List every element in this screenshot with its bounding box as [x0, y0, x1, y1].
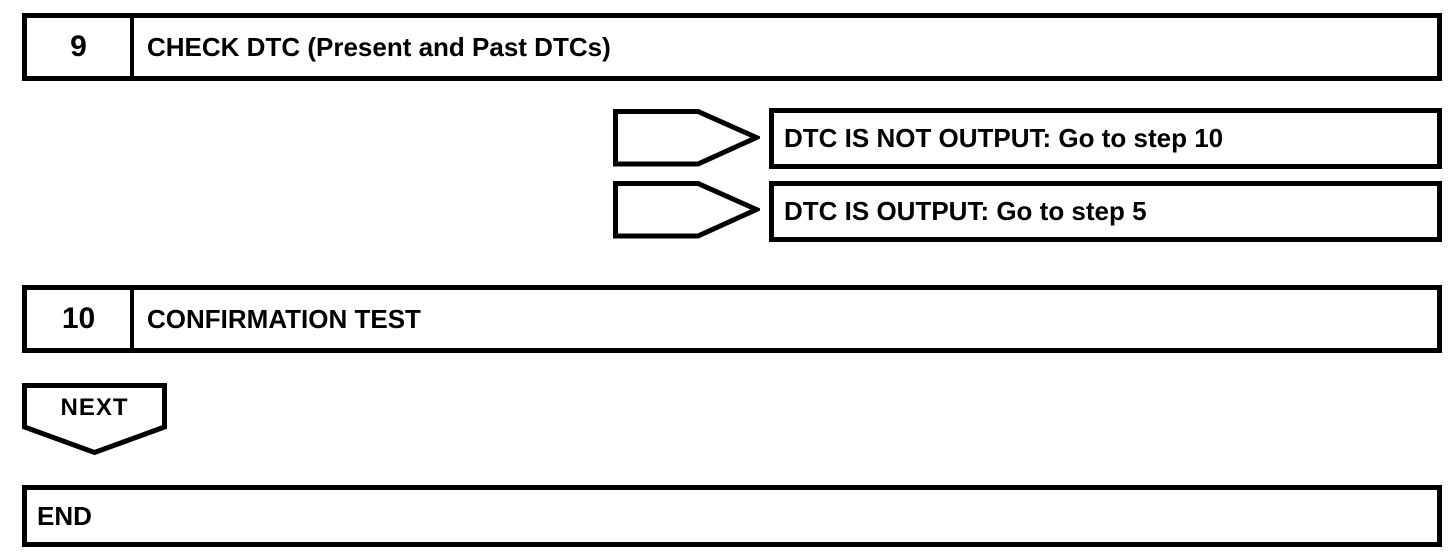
step-title-10: CONFIRMATION TEST	[147, 303, 421, 334]
step-title-9: CHECK DTC (Present and Past DTCs)	[147, 31, 611, 62]
result-label: DTC IS NOT OUTPUT: Go to step 10	[784, 123, 1224, 153]
step-number-10: 10	[27, 290, 134, 348]
result-label: DTC IS OUTPUT: Go to step 5	[784, 196, 1147, 226]
end-box: END	[22, 485, 1442, 547]
next-connector: NEXT	[22, 383, 167, 456]
result-box-dtc-output: DTC IS OUTPUT: Go to step 5	[769, 181, 1442, 242]
step-box-10: 10 CONFIRMATION TEST	[22, 285, 1442, 353]
result-box-dtc-not-output: DTC IS NOT OUTPUT: Go to step 10	[769, 108, 1442, 169]
step-box-9: 9 CHECK DTC (Present and Past DTCs)	[22, 13, 1442, 81]
step-number-9: 9	[27, 18, 134, 76]
result-arrow-icon	[613, 181, 760, 239]
end-label: END	[37, 500, 92, 531]
next-pentagon-icon	[22, 383, 167, 456]
next-label: NEXT	[60, 394, 129, 421]
result-arrow-icon	[613, 109, 760, 167]
